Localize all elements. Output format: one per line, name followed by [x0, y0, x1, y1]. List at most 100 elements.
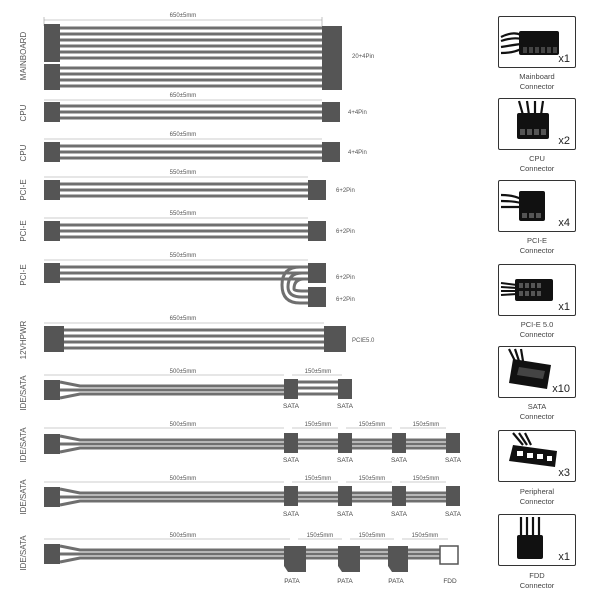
row-label: CPU: [19, 104, 28, 121]
plug-tag: SATA: [337, 457, 354, 464]
quantity: x2: [558, 135, 570, 147]
sata-plug: [446, 486, 460, 506]
length-label: 500±5mm: [170, 422, 197, 428]
row-label: PCI-E: [19, 264, 28, 285]
segment-label: 150±5mm: [413, 422, 440, 428]
connector-sub: Connector: [519, 82, 555, 91]
plug-tag: SATA: [445, 457, 462, 464]
pata-plug: [388, 546, 408, 572]
sata-plug: [392, 433, 406, 453]
pin-label: 4+4Pin: [348, 110, 367, 116]
connector-end-b: [308, 180, 326, 200]
connector-name: Peripheral: [519, 487, 555, 496]
cable-row-cpu-1: CPU 650±5mm 4+4Pin: [19, 93, 367, 122]
connector-end-a: [44, 326, 64, 352]
quantity: x10: [552, 383, 570, 395]
connector-end-a: [44, 24, 60, 62]
connector-sub: Connector: [519, 164, 555, 173]
connector-end-a: [44, 142, 60, 162]
connector-end-a: [44, 102, 60, 122]
connector-sub: Connector: [519, 246, 555, 255]
connector-name: Mainboard: [519, 72, 555, 81]
eps-8pin-connector-icon: [517, 100, 549, 139]
pin-label: 6+2Pin: [336, 188, 355, 194]
connector-end-c: [308, 287, 326, 307]
length-label: 550±5mm: [170, 211, 197, 217]
cable-row-sata-3: IDE/SATA 500±5mm 150±5mm 150±5mm 150±5mm…: [19, 476, 462, 518]
plug-tag: SATA: [283, 457, 300, 464]
cable-diagram: MAINBOARD 650±5mm 20+4Pin CPU 650±5mm 4+…: [19, 13, 462, 585]
connector-card-pcie: x4: [498, 180, 576, 232]
cable-row-12vhpwr: 12VHPWR 650±5mm PCIE5.0: [19, 316, 375, 359]
connector-sub: Connector: [519, 581, 555, 590]
connector-card-cpu: x2: [498, 98, 576, 150]
connector-end-a: [44, 544, 60, 564]
connector-end-b: [324, 326, 346, 352]
segment-label: 150±5mm: [412, 533, 439, 539]
connector-end-b: [322, 102, 340, 122]
sata-plug: [284, 433, 298, 453]
pin-label: PCIE5.0: [352, 338, 375, 344]
sata-plug: [284, 379, 298, 399]
sata-plug: [338, 486, 352, 506]
connector-card-fdd: x1: [498, 514, 576, 566]
sata-plug: [284, 486, 298, 506]
connector-card-mainboard: x1: [498, 16, 576, 68]
connector-card-peripheral: x3: [498, 430, 576, 482]
connector-name: FDD: [529, 571, 545, 580]
row-label: MAINBOARD: [19, 32, 28, 81]
sata-plug: [338, 379, 352, 399]
pin-label: 4+4Pin: [348, 150, 367, 156]
segment-label: 150±5mm: [305, 369, 332, 375]
connector-end-a: [44, 380, 60, 400]
sata-plug: [446, 433, 460, 453]
segment-label: 150±5mm: [359, 422, 386, 428]
connector-name: CPU: [529, 154, 545, 163]
plug-tag: SATA: [283, 511, 300, 518]
connector-end-b: [322, 26, 342, 90]
plug-tag: SATA: [337, 403, 354, 410]
segment-label: 150±5mm: [413, 476, 440, 482]
quantity: x3: [558, 467, 570, 479]
length-label: 500±5mm: [170, 476, 197, 482]
length-label: 500±5mm: [170, 369, 197, 375]
length-label: 650±5mm: [170, 132, 197, 138]
cable-row-pcie-1: PCI-E 550±5mm 6+2Pin: [19, 170, 355, 201]
plug-tag: SATA: [283, 403, 300, 410]
length-label: 500±5mm: [170, 533, 197, 539]
length-label: 650±5mm: [170, 93, 197, 99]
quantity: x1: [558, 53, 570, 65]
length-label: 550±5mm: [170, 253, 197, 259]
segment-label: 150±5mm: [307, 533, 334, 539]
segment-label: 150±5mm: [305, 476, 332, 482]
pata-plug: [338, 546, 360, 572]
quantity: x4: [558, 217, 570, 229]
pin-label: 6+2Pin: [336, 229, 355, 235]
plug-tag: SATA: [337, 511, 354, 518]
connector-end-a: [44, 487, 60, 507]
length-label: 550±5mm: [170, 170, 197, 176]
pin-label: 20+4Pin: [352, 54, 374, 60]
cable-row-sata-1: IDE/SATA 500±5mm 150±5mm SATA SATA: [19, 369, 354, 411]
pcie-8pin-connector-icon: [500, 191, 545, 221]
row-label: IDE/SATA: [19, 535, 28, 571]
length-label: 650±5mm: [170, 13, 197, 19]
plug-tag: PATA: [388, 578, 404, 585]
connector-sub: Connector: [519, 412, 555, 421]
connector-name: PCI-E: [526, 236, 547, 245]
fdd-connector-icon: [517, 517, 543, 559]
row-label: IDE/SATA: [19, 479, 28, 515]
12vhpwr-connector-icon: [500, 279, 553, 301]
connector-name: PCI-E 5.0: [520, 320, 554, 329]
quantity: x1: [558, 301, 570, 313]
row-label: IDE/SATA: [19, 427, 28, 463]
segment-label: 150±5mm: [359, 533, 386, 539]
pata-plug: [284, 546, 306, 572]
segment-label: 150±5mm: [305, 422, 332, 428]
pin-label: 6+2Pin: [336, 275, 355, 281]
